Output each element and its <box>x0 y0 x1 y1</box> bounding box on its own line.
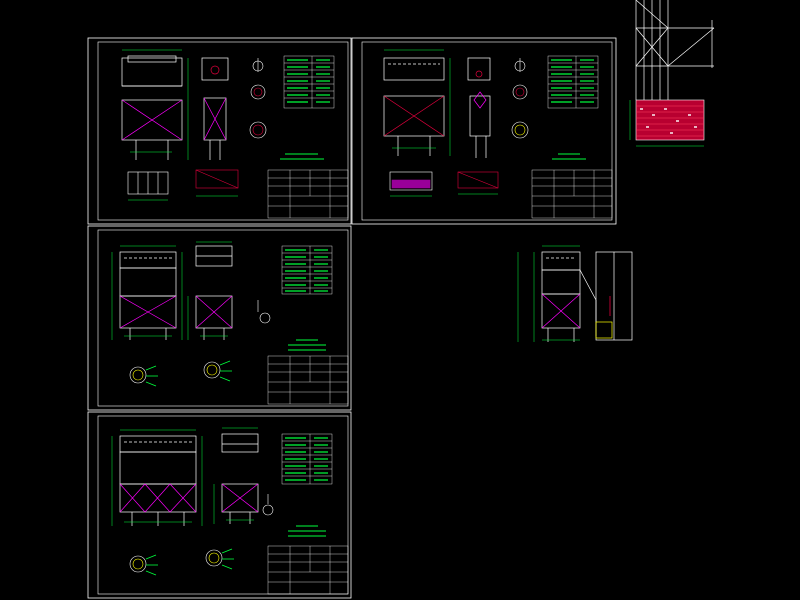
flange-labels <box>145 360 232 387</box>
front-elevation <box>119 251 177 340</box>
side-dimensions <box>213 427 258 524</box>
parameter-table <box>283 55 335 109</box>
flange-labels <box>145 548 234 576</box>
sheet-frame-outer <box>351 37 617 225</box>
plan-view <box>127 169 239 195</box>
north-arrow-icon <box>514 58 526 72</box>
parameter-table-text <box>287 59 330 103</box>
sheet-frame-outer <box>87 411 352 599</box>
flange-circle-icon <box>249 84 267 139</box>
sheet-frame-outer <box>87 225 352 411</box>
technical-notes <box>288 339 326 351</box>
north-arrow-icon <box>262 494 274 516</box>
parameter-table <box>281 433 333 485</box>
sheet-frame-inner <box>97 41 349 221</box>
north-arrow-icon <box>257 300 271 324</box>
front-elevation <box>119 435 197 526</box>
side-elevation <box>467 57 491 158</box>
sheet-4[interactable] <box>87 411 352 599</box>
front-dimensions <box>384 49 451 156</box>
parameter-table <box>281 245 333 295</box>
sheet-frame-inner <box>361 41 613 221</box>
title-block <box>267 545 349 595</box>
standalone-elevation[interactable] <box>517 245 633 342</box>
front-dimensions <box>122 49 189 160</box>
north-arrow-icon <box>252 58 264 72</box>
technical-notes <box>280 153 324 160</box>
side-dimensions <box>187 241 232 340</box>
side-elevation <box>195 245 233 340</box>
flange-circle-icon <box>511 84 529 139</box>
front-dimensions <box>111 429 203 526</box>
title-block <box>267 169 349 219</box>
plan-dimensions <box>128 195 238 201</box>
sheet-frame-inner <box>97 229 349 407</box>
sheet-frame-outer <box>87 37 352 225</box>
sheet-1[interactable] <box>87 37 352 225</box>
flange-circle-icon <box>129 361 221 384</box>
structural-detail[interactable] <box>629 0 715 147</box>
front-elevation <box>383 57 445 156</box>
side-elevation <box>201 57 229 160</box>
title-block <box>267 355 349 405</box>
sheet-2[interactable] <box>351 37 617 225</box>
parameter-table-text <box>551 59 594 103</box>
plan-dimensions <box>390 193 498 197</box>
parameter-table <box>547 55 599 109</box>
front-dimensions <box>111 245 183 340</box>
flange-circle-icon <box>129 549 223 573</box>
sheet-3[interactable] <box>87 225 352 411</box>
technical-notes <box>552 153 586 160</box>
plan-view <box>389 171 499 191</box>
side-elevation <box>221 433 259 524</box>
sheet-frame-inner <box>97 415 349 595</box>
parameter-table-text <box>285 249 328 292</box>
technical-notes <box>288 525 326 537</box>
front-elevation <box>121 55 183 160</box>
parameter-table-text <box>285 437 328 481</box>
brick-hatch-icon <box>635 99 705 141</box>
title-block <box>531 169 613 219</box>
